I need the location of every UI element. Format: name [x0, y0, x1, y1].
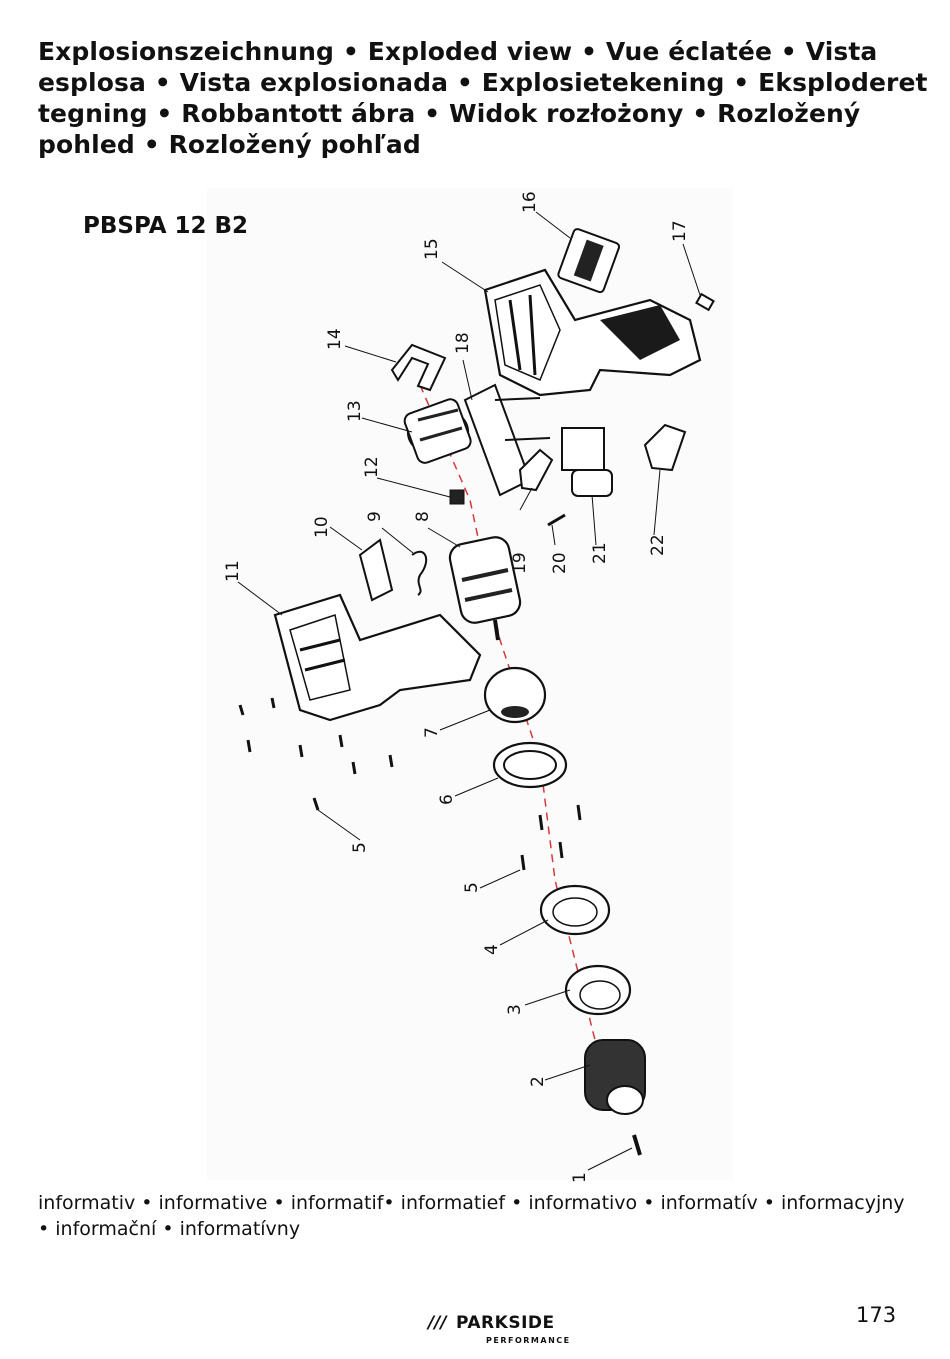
callout-4: 4 [482, 944, 502, 955]
part-21-switch-housing [561, 427, 613, 497]
screws-5-group [238, 697, 394, 811]
page-heading: Explosionszeichnung • Exploded view • Vu… [38, 36, 928, 160]
callout-8: 8 [413, 511, 433, 522]
part-8-gearbox [448, 536, 522, 641]
part-9-spring [411, 550, 428, 596]
brand-name: PARKSIDE [456, 1313, 555, 1333]
part-2-chuck [584, 1039, 646, 1115]
callout-5a: 5 [462, 882, 482, 893]
legend-line-2: • informační • informatívny [38, 1218, 301, 1240]
part-20-spring [547, 513, 566, 527]
heading-line-4: pohled • Rozložený pohľad [38, 130, 421, 159]
callout-21: 21 [590, 542, 610, 564]
part-19-switch [518, 448, 554, 492]
part-4-ring [539, 884, 611, 936]
part-17-clip [695, 292, 715, 312]
part-12-pinion [449, 489, 465, 505]
heading-line-3: tegning • Robbantott ábra • Widok rozłoż… [38, 99, 861, 128]
part-10-plate [358, 538, 394, 602]
callout-14: 14 [325, 328, 345, 350]
callout-17: 17 [670, 220, 690, 242]
legend-line-1: informativ • informative • informatif• i… [38, 1192, 905, 1214]
part-14-bracket [390, 343, 447, 392]
callout-2: 2 [528, 1076, 548, 1087]
brand-slashes: /// [428, 1313, 447, 1333]
part-13-motor [403, 398, 472, 464]
heading-line-1: Explosionszeichnung • Exploded view • Vu… [38, 37, 878, 66]
callout-9: 9 [365, 511, 385, 522]
part-11-housing [273, 593, 482, 722]
model-label: PBSPA 12 B2 [83, 213, 249, 239]
heading-line-2: esplosa • Vista explosionada • Explosiet… [38, 68, 928, 97]
callout-22: 22 [648, 534, 668, 556]
brand-sub: PERFORMANCE [486, 1336, 571, 1345]
callout-7: 7 [422, 727, 442, 738]
callout-1: 1 [570, 1172, 590, 1183]
callout-6: 6 [437, 794, 457, 805]
screws-center [520, 804, 582, 871]
part-3-ring [564, 964, 632, 1016]
callout-16: 16 [520, 191, 540, 213]
callout-19: 19 [510, 552, 530, 574]
callout-12: 12 [362, 456, 382, 478]
callout-11: 11 [223, 560, 243, 582]
part-22-trigger [643, 423, 687, 472]
parkside-logo: /// PARKSIDE PERFORMANCE [428, 1313, 588, 1347]
callout-18: 18 [453, 332, 473, 354]
part-15-housing [483, 268, 702, 397]
part-7-ring [483, 666, 547, 724]
callout-20: 20 [550, 552, 570, 574]
callout-3: 3 [505, 1004, 525, 1015]
part-1-screw [632, 1134, 642, 1156]
callout-10: 10 [312, 516, 332, 538]
callout-5b: 5 [350, 842, 370, 853]
callout-labels: 1 2 3 4 5 5 6 7 8 9 10 11 12 13 14 15 16… [223, 191, 690, 1183]
page-number: 173 [856, 1303, 897, 1327]
part-6-collar [492, 741, 568, 789]
legend: informativ • informative • informatif• i… [38, 1190, 918, 1242]
part-16-cover [557, 228, 621, 294]
leader-lines [237, 211, 701, 1171]
callout-13: 13 [345, 400, 365, 422]
callout-15: 15 [422, 238, 442, 260]
